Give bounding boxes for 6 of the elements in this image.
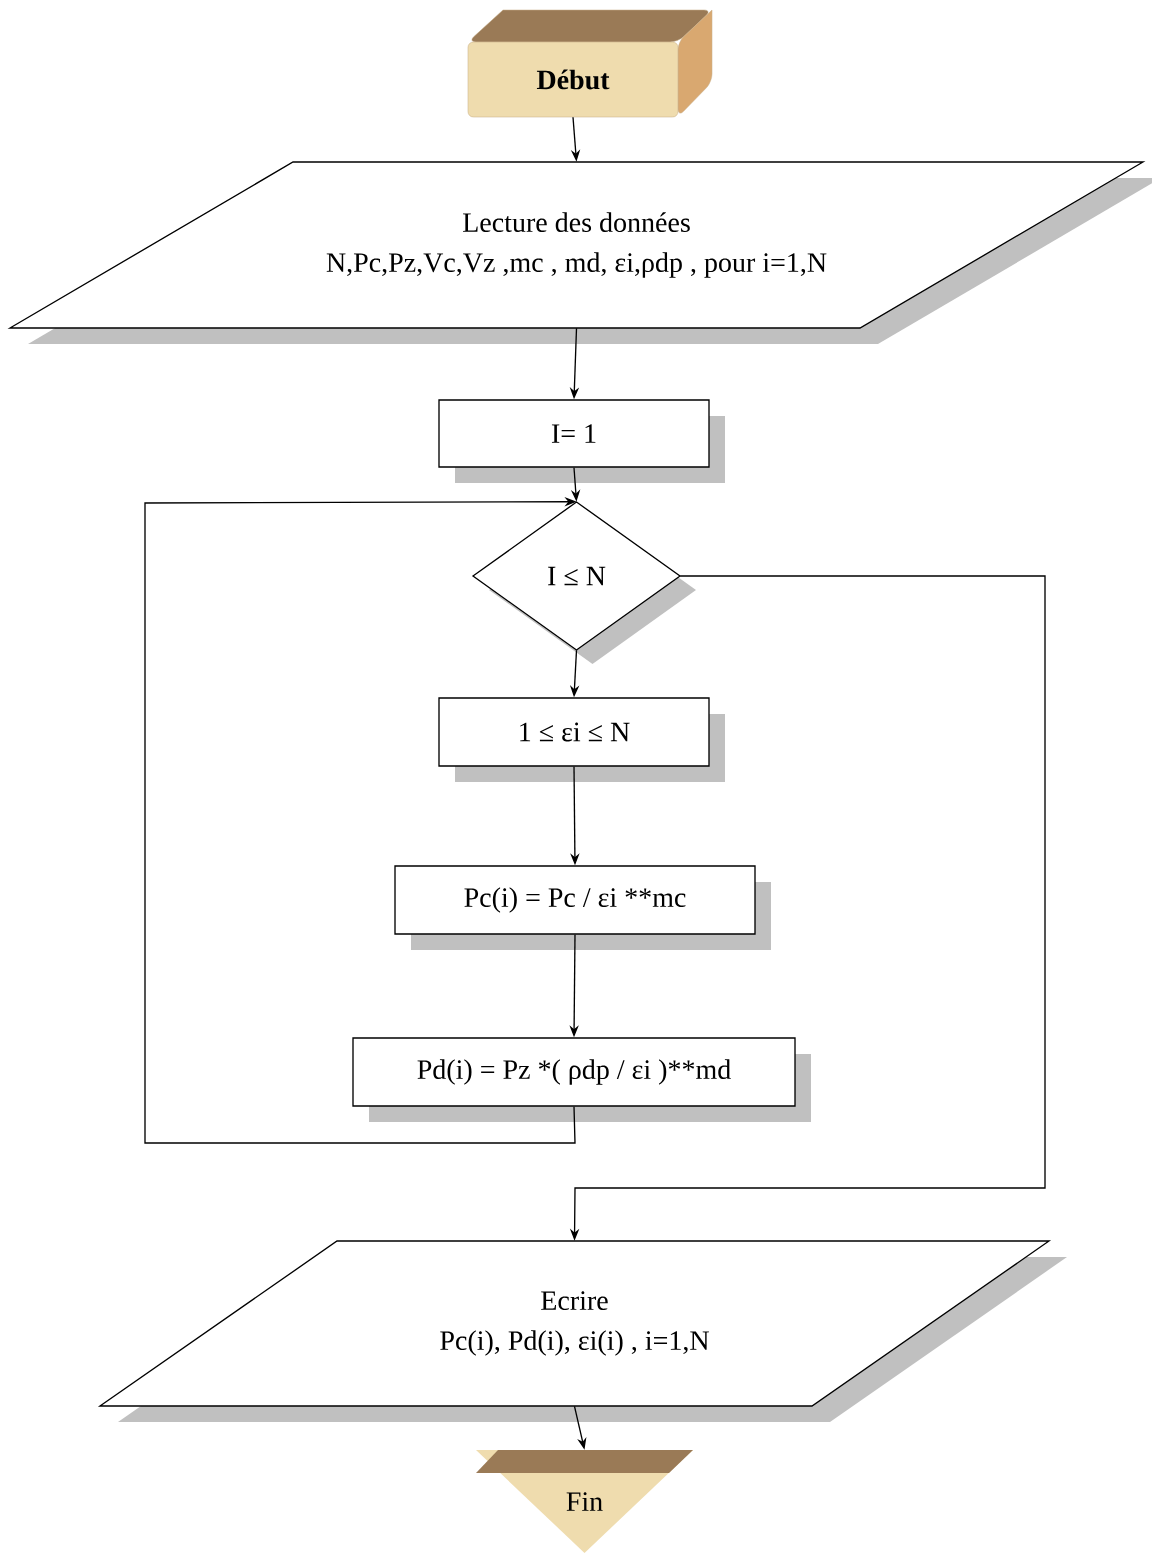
process-box: Pd(i) = Pz *( ρdp / εi )**md xyxy=(352,1037,811,1122)
start-block: Début xyxy=(467,9,713,118)
process-box: I= 1 xyxy=(438,399,725,483)
process-box: 1 ≤ εi ≤ N xyxy=(438,697,725,782)
process-box: Pc(i) = Pc / εi **mc xyxy=(394,865,771,950)
end-triangle: Fin xyxy=(476,1450,693,1553)
